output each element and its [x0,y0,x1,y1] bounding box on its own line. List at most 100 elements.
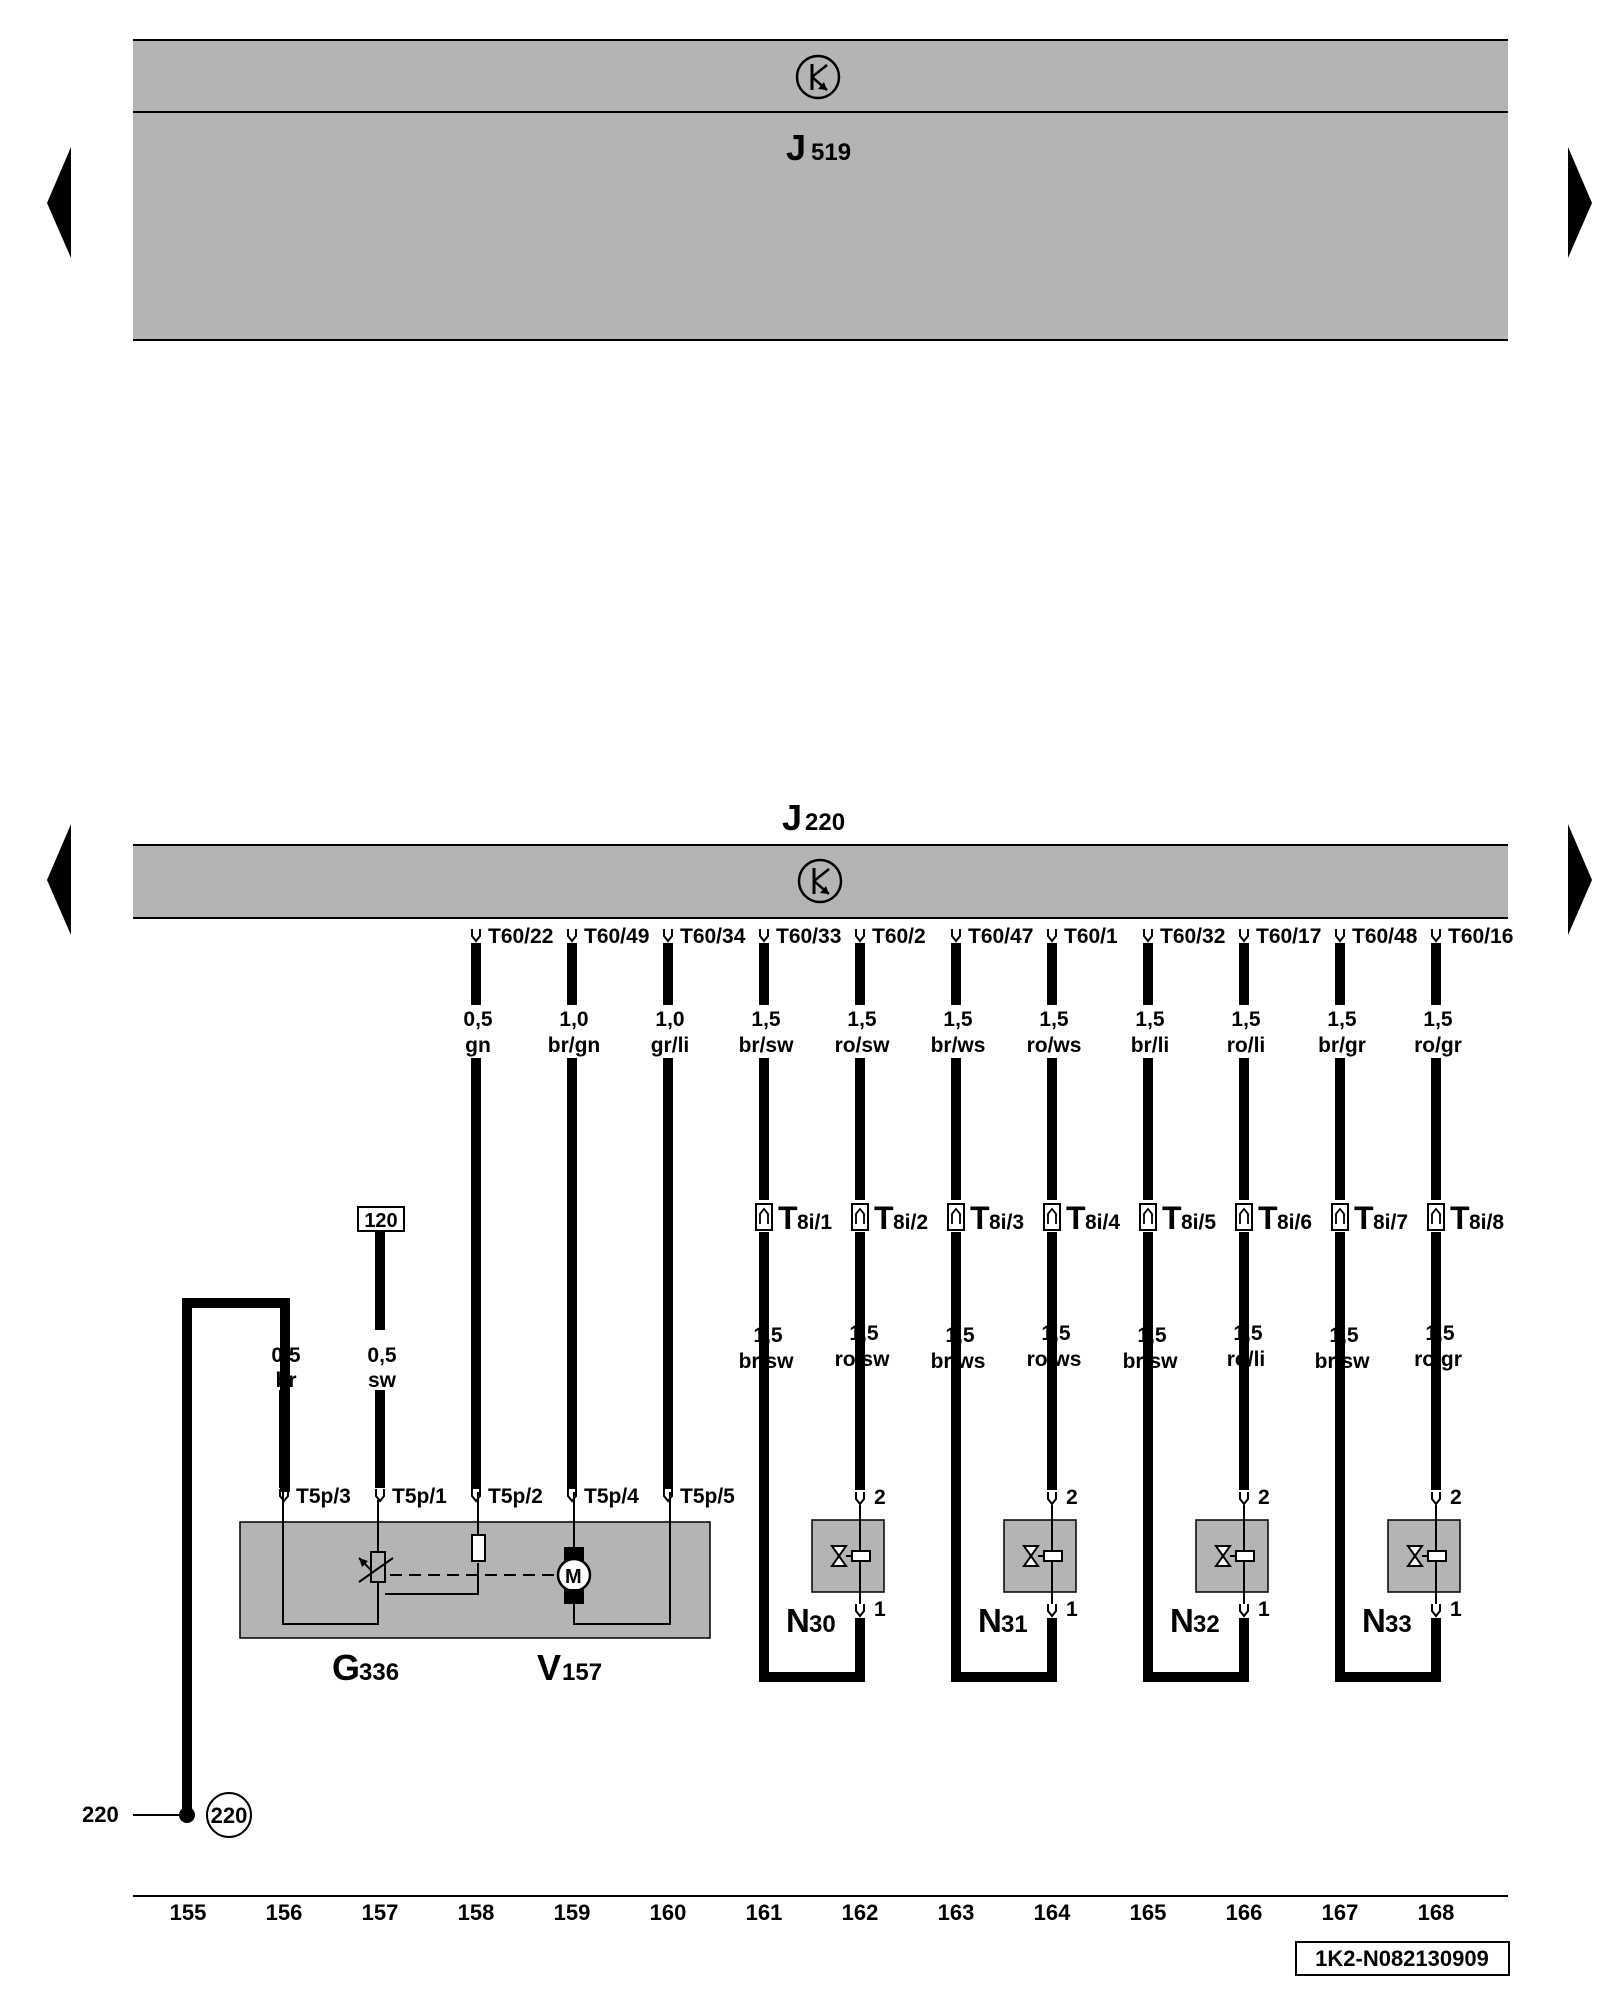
pin-marker-icon [1431,1604,1441,1618]
wire-size-label: 1,5 [847,1008,877,1031]
pin-marker-icon [1143,929,1153,943]
solenoid-valve-icon [1214,1545,1232,1567]
connector-t8-number: 8i/3 [989,1211,1024,1234]
valve-loop-wire [759,1300,865,1682]
valve-pin-label: 2 [1450,1486,1462,1509]
connector-arrow-icon [855,1207,865,1224]
pin-marker-icon [855,929,865,943]
wire-color-label: br/li [1131,1034,1170,1057]
valve-pin-label: 2 [874,1486,886,1509]
connector-t8-name: T [1354,1200,1374,1236]
wire-size-label: 1,0 [559,1008,588,1031]
valve-name: N [1362,1602,1386,1639]
solenoid-valve-icon [1406,1545,1424,1567]
column-number: 163 [938,1900,975,1925]
connector-t8-number: 8i/7 [1373,1211,1408,1234]
v157-number: 157 [562,1659,602,1686]
wire-color-label: br/ws [931,1034,986,1057]
v157-name: V [537,1647,561,1688]
ground-wire [182,1298,290,1815]
column-number: 155 [170,1900,207,1925]
unit-j519-name: J [786,127,806,168]
ground-point-label: 220 [211,1803,248,1828]
connector-pin-label: T5p/5 [680,1485,735,1508]
column-number: 160 [650,1900,687,1925]
wire-color-label: sw [368,1369,397,1392]
wire-color-label: br/sw [739,1034,795,1057]
control-unit-j519 [133,40,1508,340]
pin-marker-icon [1239,929,1249,943]
valve-coil-icon [1043,1550,1063,1562]
connector-arrow-icon [951,1207,961,1224]
connector-t8-name: T [1162,1200,1182,1236]
wire-color-label: br/gn [548,1034,601,1057]
wire-size-label: 1,5 [943,1008,973,1031]
connector-t8-number: 8i/4 [1085,1211,1120,1234]
connector-pin-label: T60/32 [1160,925,1225,948]
connector-arrow-icon [759,1207,769,1224]
wire-color-label: ro/gr [1414,1034,1462,1057]
connector-arrow-icon [1047,1207,1057,1224]
reference-box-label: 120 [364,1210,397,1232]
connector-t8-name: T [874,1200,894,1236]
triangle-left-icon[interactable] [47,147,71,258]
connector-pin-label: T5p/1 [392,1485,447,1508]
wire-size-label: 1,5 [1327,1008,1357,1031]
internal-circuit [282,1492,671,1625]
pin-marker-icon [855,1492,865,1506]
connector-pin-label: T60/34 [680,925,746,948]
valve-coil-icon [1427,1550,1447,1562]
wire-group: T60/220,5gnT60/491,0br/gnT60/341,0gr/liT… [271,925,1513,1682]
triangle-left-icon[interactable] [47,824,71,935]
pin-marker-icon [1431,1492,1441,1506]
connector-t8-number: 8i/5 [1181,1211,1216,1234]
connector-pin-label: T5p/2 [488,1485,543,1508]
wire-size-label: 1,5 [1135,1008,1165,1031]
connector-pin-label: T60/16 [1448,925,1513,948]
wire-color-label: gr/li [651,1034,690,1057]
connector-pin-label: T60/48 [1352,925,1418,948]
g336-name: G [332,1647,360,1688]
connector-t8-number: 8i/1 [797,1211,832,1234]
column-number: 164 [1034,1900,1071,1925]
connector-pin-label: T5p/4 [584,1485,639,1508]
ground-junction [179,1807,195,1823]
pin-marker-icon [1335,929,1345,943]
connector-t8-name: T [1450,1200,1470,1236]
connector-arrow-icon [1431,1207,1441,1224]
wire-color-label: br/gr [1318,1034,1366,1057]
pin-marker-icon [567,929,577,943]
unit-j220-name: J [782,797,802,838]
solenoid-valve-icon [1022,1545,1040,1567]
valve-coil-icon [1235,1550,1255,1562]
connector-t8-number: 8i/8 [1469,1211,1504,1234]
connector-pin-label: T5p/3 [296,1485,351,1508]
triangle-right-icon[interactable] [1568,824,1592,935]
valve-pin-label: 1 [1450,1598,1462,1621]
connector-pin-label: T60/49 [584,925,649,948]
connector-pin-label: T60/1 [1064,925,1118,948]
connector-pin-label: T60/17 [1256,925,1321,948]
column-number: 162 [842,1900,879,1925]
pin-marker-icon [855,1604,865,1618]
valve-loop-wire [1143,1300,1249,1682]
pin-marker-icon [1431,929,1441,943]
triangle-right-icon[interactable] [1568,147,1592,258]
connector-t8-name: T [1066,1200,1086,1236]
connector-t8-name: T [1258,1200,1278,1236]
wire-color-label: ro/li [1227,1034,1266,1057]
solenoid-valve-icon [830,1545,848,1567]
column-number: 159 [554,1900,591,1925]
unit-j220-number: 220 [805,809,845,836]
ground-ref-label: 220 [82,1802,119,1827]
valve-name: N [978,1602,1002,1639]
connector-arrow-icon [1143,1207,1153,1224]
wire-color-label: ro/ws [1027,1034,1082,1057]
pin-marker-icon [1047,1492,1057,1506]
pin-marker-icon [951,929,961,943]
valve-coil-icon [851,1550,871,1562]
g336-number: 336 [359,1659,399,1686]
valve-number: 31 [1001,1611,1028,1638]
pin-marker-icon [663,929,673,943]
connector-t8-name: T [778,1200,798,1236]
